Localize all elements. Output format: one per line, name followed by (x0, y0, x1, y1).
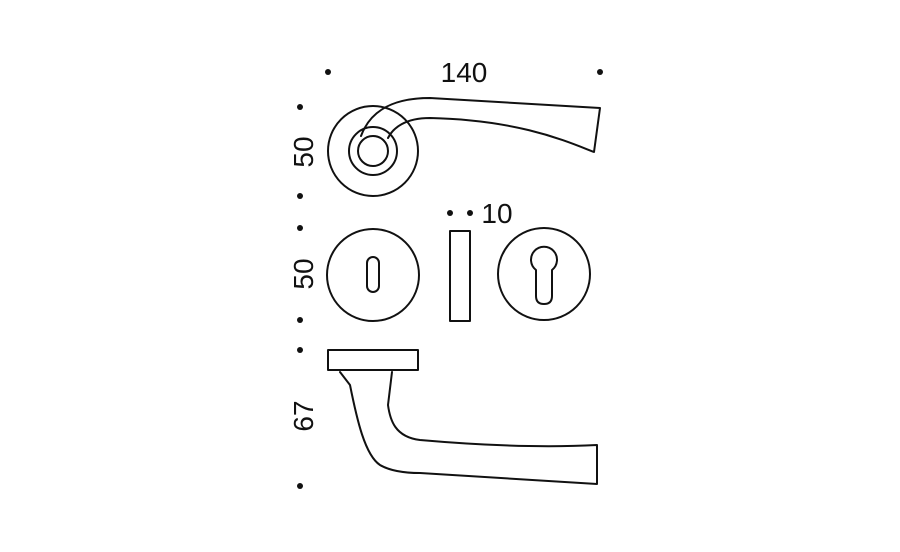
keyhole-slot (366, 256, 380, 293)
dim-50-mid-dot (297, 193, 303, 199)
dim-140-label: 140 (441, 57, 488, 88)
dim-50b-top-dot (297, 225, 303, 231)
dim-rose-50-label: 50 (288, 136, 319, 167)
dim-10-left-dot (447, 210, 453, 216)
cylinder-escutcheon (497, 227, 591, 321)
rose-neck (357, 135, 389, 167)
lever-arm-side-view (339, 371, 598, 485)
dim-10-right-dot (467, 210, 473, 216)
dim-140-left-dot (325, 69, 331, 75)
rose-inner (348, 126, 398, 176)
rose-outer (327, 105, 419, 197)
lever-arm-top-view (360, 97, 601, 153)
dim-67-top-dot (297, 347, 303, 353)
keyhole-escutcheon (326, 228, 420, 322)
lever-handle-top-view (327, 97, 601, 197)
cylinder-escutcheon-outer (497, 227, 591, 321)
dim-50-top-dot (297, 104, 303, 110)
dim-67-bottom-dot (297, 483, 303, 489)
euro-cylinder-cutout (530, 245, 558, 305)
dim-67-label: 67 (288, 400, 319, 431)
dim-escutcheon-50-label: 50 (288, 258, 319, 289)
rose-side-profile (327, 349, 419, 371)
dim-140-right-dot (597, 69, 603, 75)
escutcheon-side-profile (449, 230, 471, 322)
escutcheon-outer (326, 228, 420, 322)
dim-50b-bottom-dot (297, 317, 303, 323)
dim-10-label: 10 (481, 198, 512, 229)
lever-handle-side-view (327, 349, 598, 485)
